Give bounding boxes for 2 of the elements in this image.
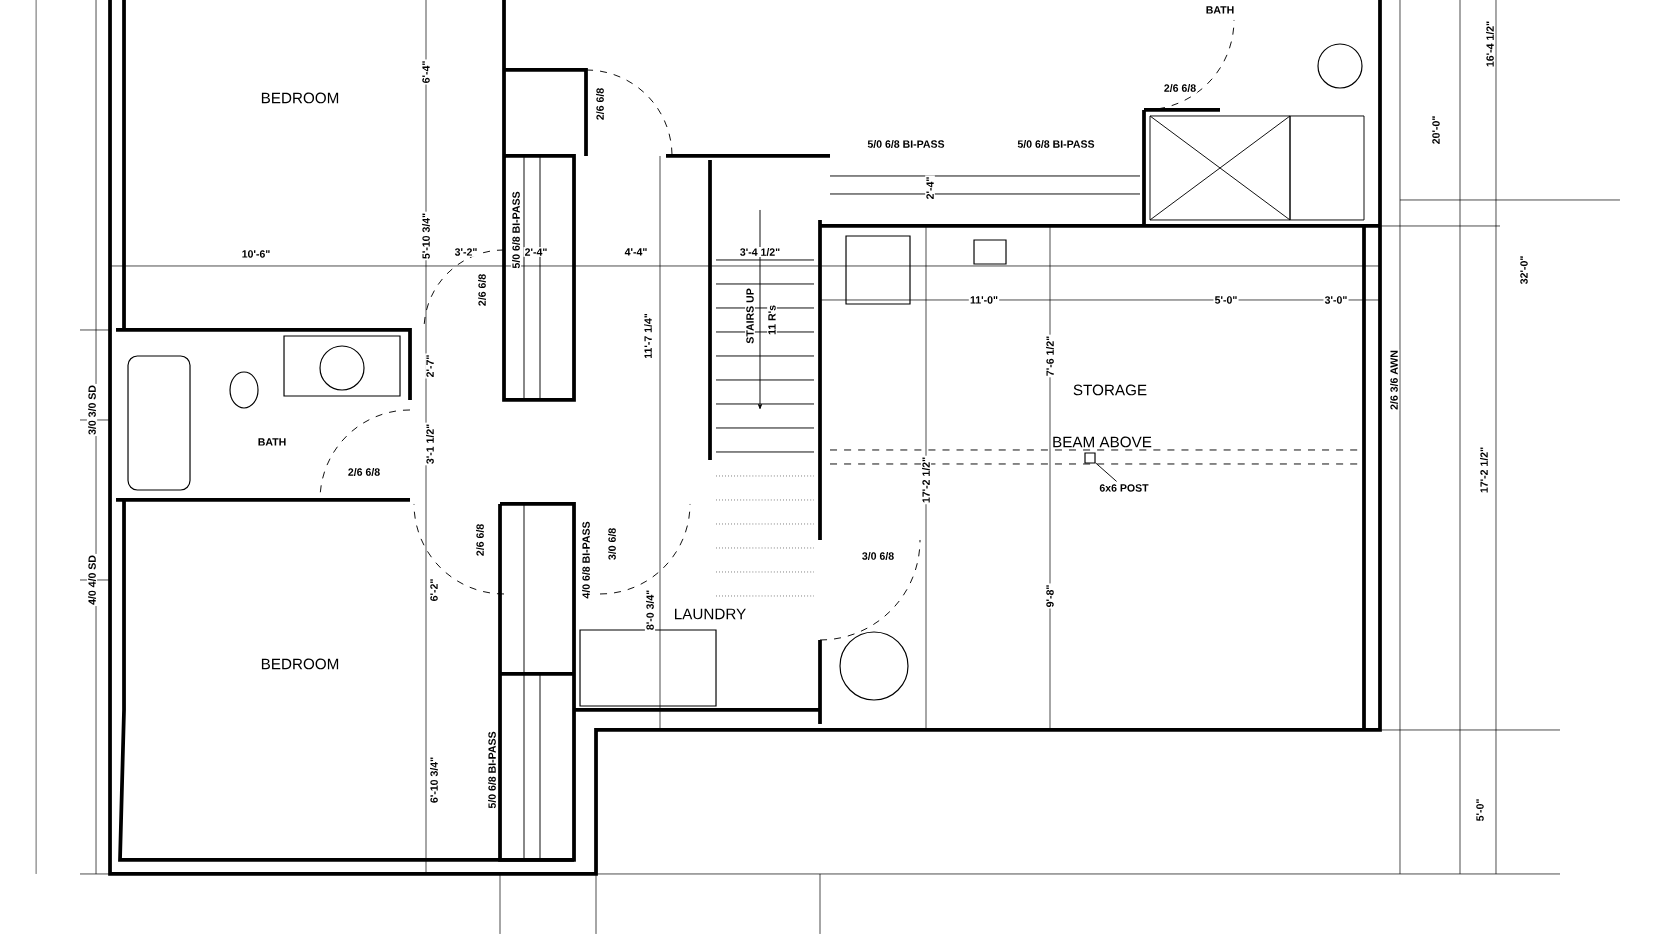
leader-line — [1095, 462, 1118, 482]
post-symbol — [1084, 452, 1096, 464]
